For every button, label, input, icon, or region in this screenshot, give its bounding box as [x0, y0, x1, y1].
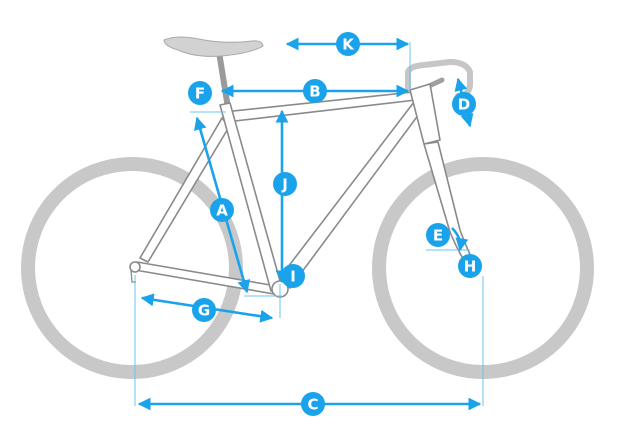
label-badges: A B C D E F G H	[188, 32, 482, 416]
badge-j-circle	[273, 172, 297, 196]
badge-d: D	[452, 92, 476, 116]
badge-g: G	[192, 298, 216, 322]
badge-c: C	[301, 392, 325, 416]
badge-f: F	[188, 81, 212, 105]
badge-e-circle	[426, 223, 450, 247]
badge-j: J	[273, 172, 297, 196]
badge-i-circle	[281, 264, 305, 288]
badge-h: H	[458, 254, 482, 278]
badge-a-text: A	[216, 202, 228, 220]
arrow-e-angle	[451, 227, 469, 252]
badge-k-text: K	[342, 36, 355, 54]
badge-h-text: H	[464, 258, 477, 276]
guide-lines	[134, 42, 484, 406]
badge-k-circle	[336, 32, 360, 56]
badge-f-circle	[188, 81, 212, 105]
chain-stay	[134, 261, 277, 295]
head-tube	[409, 83, 441, 145]
seat-stay	[139, 117, 230, 263]
badge-d-text: D	[458, 96, 470, 114]
badge-a-circle	[210, 198, 234, 222]
badge-c-text: C	[307, 396, 318, 414]
saddle	[163, 36, 264, 57]
badge-b-circle	[303, 79, 327, 103]
wheels	[21, 157, 594, 379]
seatpost	[216, 49, 231, 111]
badge-d-circle	[452, 92, 476, 116]
badge-h-circle	[458, 254, 482, 278]
badge-e-text: E	[433, 227, 443, 245]
badge-k: K	[336, 32, 360, 56]
badge-e: E	[426, 223, 450, 247]
badge-f-text: F	[195, 85, 205, 103]
badge-a: A	[210, 198, 234, 222]
badge-i-text: I	[290, 268, 296, 286]
saddle-group	[163, 36, 264, 111]
badge-i: I	[281, 264, 305, 288]
badge-g-text: G	[198, 302, 210, 320]
badge-g-circle	[192, 298, 216, 322]
rear-dropout	[129, 261, 141, 273]
badge-b-text: B	[309, 83, 320, 101]
badge-b: B	[303, 79, 327, 103]
badge-c-circle	[301, 392, 325, 416]
badge-j-text: J	[281, 176, 288, 194]
